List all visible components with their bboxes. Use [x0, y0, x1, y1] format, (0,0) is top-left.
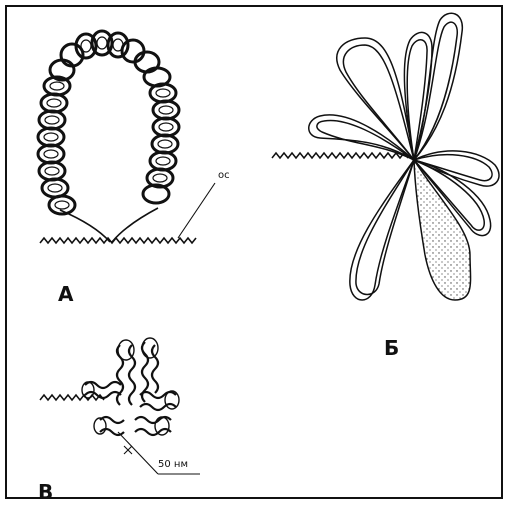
panel-a-stem-right [112, 208, 158, 242]
panel-c-coils [85, 342, 176, 435]
panel-a-axis [40, 238, 196, 243]
panel-b-drawing [272, 13, 499, 300]
axis-annotation: ос [218, 170, 230, 181]
panel-a-label: А [58, 282, 73, 306]
panel-c-scale-line [118, 432, 158, 474]
panel-b-stippled-loop [414, 160, 471, 300]
panel-a-stem-left [60, 210, 110, 242]
scale-annotation: 50 нм [158, 459, 188, 470]
panel-c-drawing [40, 338, 200, 474]
panel-a-leader [178, 183, 215, 238]
panel-a-drawing [38, 31, 215, 243]
panel-c-label: В [38, 480, 53, 504]
panel-a-coil [38, 31, 179, 214]
panel-c-axis [40, 395, 104, 400]
panel-b-axis [272, 153, 408, 158]
panel-b-label: Б [384, 336, 399, 360]
